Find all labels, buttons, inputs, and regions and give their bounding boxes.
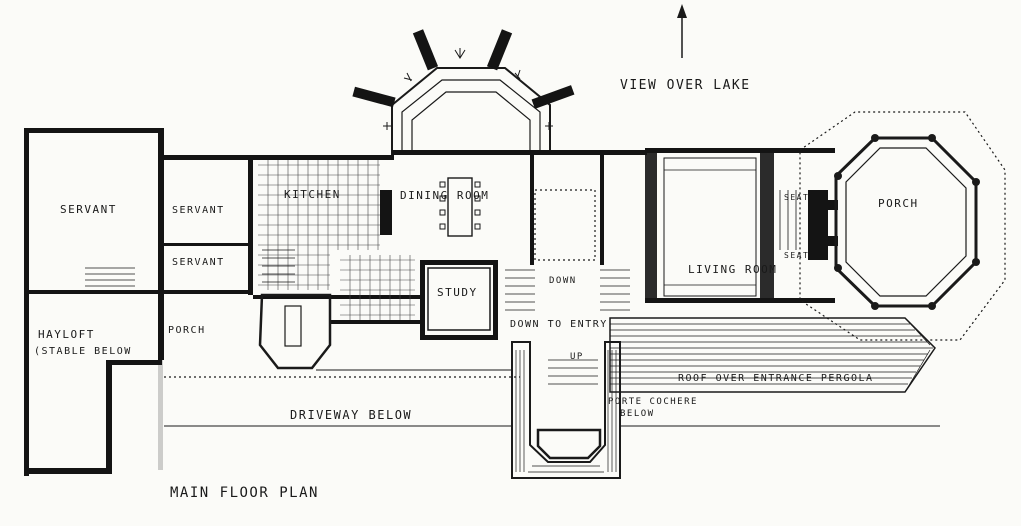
label-study: STUDY (437, 286, 478, 299)
label-porch-small: PORCH (168, 325, 206, 336)
label-driveway-below: DRIVEWAY BELOW (290, 408, 412, 422)
dining-bay-window (352, 29, 575, 155)
entrance-pergola-roof (609, 317, 936, 393)
label-down-to-entry: DOWN TO ENTRY (510, 319, 608, 330)
label-porte-cochere-line2: BELOW (620, 409, 655, 419)
octagon-bay (258, 293, 332, 370)
label-living-room: LIVING ROOM (688, 263, 777, 276)
label-dining-room: DINING ROOM (400, 189, 489, 202)
label-down: DOWN (549, 276, 577, 286)
label-porte-cochere-line1: PORTE COCHERE (608, 397, 698, 407)
dining-table (439, 177, 481, 237)
label-hayloft-line2: (STABLE BELOW (34, 346, 132, 357)
label-servant-1: SERVANT (60, 203, 117, 216)
label-roof-over-pergola: ROOF OVER ENTRANCE PERGOLA (678, 373, 874, 384)
label-kitchen: KITCHEN (284, 188, 341, 201)
porch-octagon (834, 134, 980, 310)
living-room (663, 157, 838, 297)
label-servant-3: SERVANT (172, 257, 225, 268)
label-seat-2: SEAT (784, 251, 809, 260)
label-servant-2: SERVANT (172, 205, 225, 216)
stairs (85, 190, 797, 385)
label-porch-large: PORCH (878, 197, 919, 210)
north-arrow-icon (677, 4, 687, 58)
label-hayloft-line1: HAYLOFT (38, 328, 95, 341)
dotted-outlines (164, 111, 1006, 378)
label-up: UP (570, 352, 584, 362)
label-main-floor-plan: MAIN FLOOR PLAN (170, 485, 319, 501)
label-seat-1: SEAT (784, 193, 809, 202)
exterior-walls (24, 128, 835, 476)
driveway-line (164, 369, 940, 427)
kitchen-tile-floor (258, 160, 415, 320)
porte-cochere (511, 341, 621, 479)
label-view-over-lake: VIEW OVER LAKE (620, 78, 751, 93)
